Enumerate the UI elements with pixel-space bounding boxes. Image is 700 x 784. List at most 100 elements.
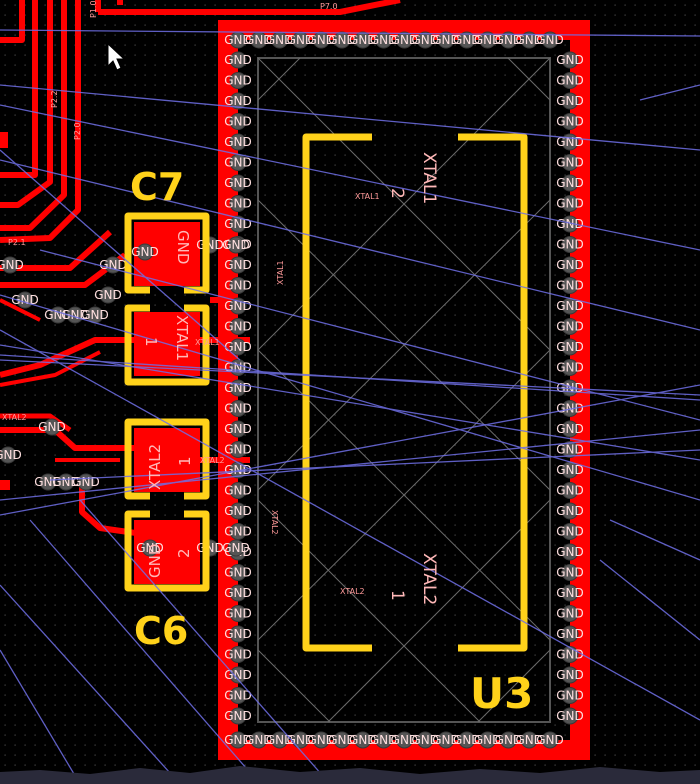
gnd-via[interactable] <box>561 51 579 69</box>
gnd-via[interactable] <box>271 731 289 749</box>
gnd-via[interactable] <box>229 441 247 458</box>
gnd-via[interactable] <box>561 174 579 192</box>
gnd-via[interactable] <box>561 666 579 684</box>
gnd-via[interactable] <box>104 256 122 274</box>
gnd-via[interactable] <box>458 731 476 749</box>
gnd-via[interactable] <box>561 72 579 89</box>
gnd-via[interactable] <box>229 51 247 69</box>
gnd-via[interactable] <box>561 605 579 622</box>
designator-u3[interactable]: U3 <box>470 669 533 718</box>
gnd-via[interactable] <box>333 731 351 749</box>
gnd-via[interactable] <box>395 31 413 49</box>
gnd-via[interactable] <box>229 256 247 274</box>
gnd-via[interactable] <box>561 502 579 520</box>
gnd-via[interactable] <box>561 277 579 294</box>
gnd-via[interactable] <box>312 31 330 49</box>
gnd-via[interactable] <box>375 731 393 749</box>
gnd-via[interactable] <box>561 215 579 233</box>
gnd-via[interactable] <box>458 31 476 49</box>
gnd-via[interactable] <box>229 666 247 684</box>
gnd-via[interactable] <box>229 92 247 110</box>
gnd-via[interactable] <box>229 338 247 356</box>
gnd-via[interactable] <box>0 446 17 464</box>
gnd-via[interactable] <box>229 215 247 233</box>
gnd-via[interactable] <box>561 625 579 643</box>
gnd-via[interactable] <box>229 731 247 749</box>
gnd-via[interactable] <box>229 174 247 192</box>
gnd-via[interactable] <box>291 731 309 749</box>
gnd-via[interactable] <box>229 687 247 704</box>
gnd-via[interactable] <box>561 318 579 335</box>
gnd-via[interactable] <box>561 338 579 356</box>
gnd-via-label: GND <box>81 308 109 322</box>
gnd-via[interactable] <box>561 154 579 171</box>
gnd-via[interactable] <box>520 731 538 749</box>
gnd-via[interactable] <box>499 731 517 749</box>
gnd-via[interactable] <box>1 256 19 274</box>
gnd-via[interactable] <box>229 707 247 725</box>
trace-label-xtal2-c: XTAL2 <box>270 510 279 535</box>
gnd-via[interactable] <box>395 731 413 749</box>
gnd-via[interactable] <box>561 420 579 438</box>
gnd-via[interactable] <box>229 482 247 499</box>
gnd-via[interactable] <box>561 564 579 581</box>
gnd-via[interactable] <box>375 31 393 49</box>
gnd-via[interactable] <box>541 31 559 49</box>
gnd-via[interactable] <box>561 584 579 602</box>
designator-c7[interactable]: C7 <box>130 165 184 209</box>
gnd-via[interactable] <box>250 731 268 749</box>
gnd-via[interactable] <box>479 31 497 49</box>
gnd-via[interactable] <box>57 473 75 491</box>
gnd-via[interactable] <box>561 195 579 212</box>
gnd-via[interactable] <box>229 277 247 294</box>
gnd-via[interactable] <box>354 31 372 49</box>
designator-c6[interactable]: C6 <box>134 609 188 653</box>
gnd-via-label: GND <box>245 733 273 747</box>
gnd-via[interactable] <box>561 236 579 253</box>
gnd-via[interactable] <box>39 473 57 491</box>
gnd-via[interactable] <box>227 236 245 254</box>
gnd-via[interactable] <box>99 286 117 304</box>
gnd-via[interactable] <box>229 523 247 540</box>
gnd-via[interactable] <box>561 256 579 274</box>
gnd-via[interactable] <box>229 195 247 212</box>
gnd-via[interactable] <box>229 502 247 520</box>
gnd-via[interactable] <box>561 707 579 725</box>
gnd-via[interactable] <box>561 92 579 110</box>
gnd-via[interactable] <box>561 523 579 540</box>
gnd-via[interactable] <box>229 646 247 663</box>
gnd-via[interactable] <box>229 420 247 438</box>
gnd-via[interactable] <box>141 539 159 557</box>
gnd-via[interactable] <box>229 625 247 643</box>
gnd-via[interactable] <box>333 31 351 49</box>
gnd-via[interactable] <box>561 441 579 458</box>
gnd-via[interactable] <box>561 687 579 704</box>
gnd-via[interactable] <box>561 543 579 561</box>
gnd-via-label: GND <box>99 258 127 272</box>
gnd-via[interactable] <box>499 31 517 49</box>
gnd-via[interactable] <box>229 584 247 602</box>
gnd-via[interactable] <box>229 72 247 89</box>
gnd-via[interactable] <box>437 731 455 749</box>
gnd-via[interactable] <box>312 731 330 749</box>
gnd-via[interactable] <box>416 731 434 749</box>
gnd-via[interactable] <box>229 133 247 151</box>
gnd-via[interactable] <box>227 539 245 557</box>
gnd-via[interactable] <box>541 731 559 749</box>
gnd-via[interactable] <box>561 482 579 499</box>
gnd-via[interactable] <box>229 564 247 581</box>
gnd-via[interactable] <box>479 731 497 749</box>
gnd-via[interactable] <box>416 31 434 49</box>
gnd-via[interactable] <box>136 243 154 261</box>
gnd-via[interactable] <box>520 31 538 49</box>
gnd-via[interactable] <box>43 418 61 436</box>
gnd-via[interactable] <box>229 318 247 335</box>
gnd-via[interactable] <box>561 113 579 130</box>
gnd-via[interactable] <box>229 605 247 622</box>
gnd-via[interactable] <box>561 359 579 376</box>
gnd-via[interactable] <box>437 31 455 49</box>
gnd-via[interactable] <box>229 113 247 130</box>
gnd-via[interactable] <box>229 400 247 417</box>
gnd-via[interactable] <box>354 731 372 749</box>
